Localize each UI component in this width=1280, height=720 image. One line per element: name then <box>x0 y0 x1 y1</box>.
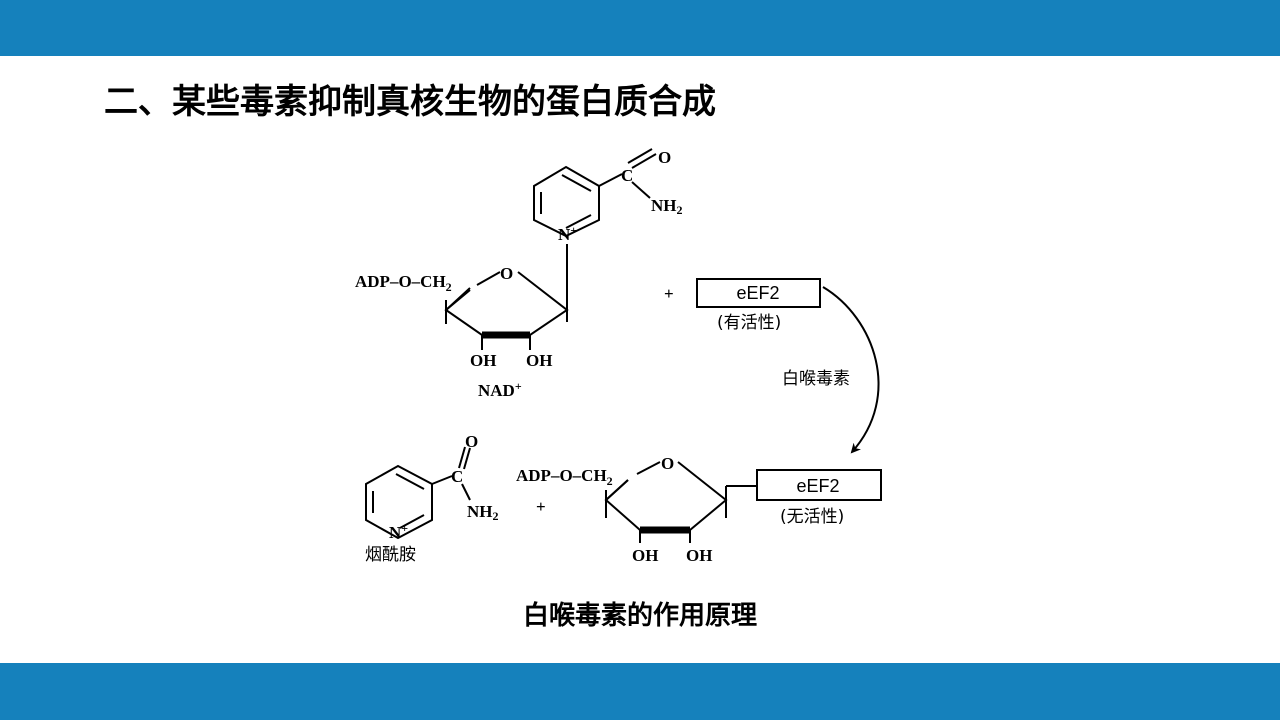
nad-label: NAD+ <box>478 379 522 400</box>
nicotinamide-molecule <box>365 446 471 540</box>
nad-oh-right: OH <box>526 351 552 370</box>
nad-carbonyl-o: O <box>658 148 671 167</box>
product-ch2-bond <box>605 479 629 501</box>
enzyme-label: 白喉毒素 <box>782 369 850 389</box>
product-oh-right: OH <box>686 546 712 565</box>
nicotinamide-carbonyl-c: C <box>451 467 463 486</box>
nicotinamide-double-bonds <box>372 473 425 529</box>
nicotinamide-carbonyl-bond-2 <box>458 446 466 469</box>
nad-ring-n: N+ <box>558 223 577 244</box>
top-banner <box>0 0 1280 56</box>
nicotinamide-ring-n: N+ <box>389 521 408 542</box>
eef2-active-label: eEF2 <box>736 283 779 303</box>
eef2-active-state: (有活性) <box>717 313 781 333</box>
plus-sign-top: + <box>664 284 674 303</box>
nad-carbonyl-c: C <box>621 166 633 185</box>
product-ring-o: O <box>661 454 674 473</box>
nad-adp-chain: ADP–O–CH2 <box>355 272 452 294</box>
nad-ring-o: O <box>500 264 513 283</box>
eef2-inactive-label: eEF2 <box>796 476 839 496</box>
nicotinamide-carbonyl-bond <box>463 447 471 470</box>
nad-nh2-bond <box>631 181 651 199</box>
reaction-arrow <box>822 286 880 454</box>
diagram-caption: 白喉毒素的作用原理 <box>522 601 757 631</box>
slide-title: 二、某些毒素抑制真核生物的蛋白质合成 <box>104 82 716 122</box>
product-oh-left: OH <box>632 546 658 565</box>
nicotinamide-amide-bond <box>431 475 453 485</box>
nad-amide-bond <box>598 173 623 187</box>
nad-oh-left: OH <box>470 351 496 370</box>
nad-ch2-bond <box>445 289 471 311</box>
nicotinamide-label: 烟酰胺 <box>365 545 416 565</box>
eef2-inactive-state: (无活性) <box>780 507 844 527</box>
nad-molecule <box>444 148 657 350</box>
nad-carbonyl-bond <box>631 153 657 169</box>
plus-sign-bottom: + <box>536 497 546 516</box>
product-adp-chain: ADP–O–CH2 <box>516 466 613 488</box>
product-molecule <box>604 461 756 543</box>
nicotinamide-nh2-bond <box>461 483 471 501</box>
eef2-active-box <box>696 278 821 308</box>
nicotinamide-carbonyl-o: O <box>465 432 478 451</box>
bottom-banner <box>0 663 1280 720</box>
nad-ring-double-bonds <box>540 174 592 229</box>
nicotinamide-amide-nh: NH2 <box>467 502 499 523</box>
nad-carbonyl-bond-2 <box>627 148 653 164</box>
nad-amide-nh: NH2 <box>651 196 683 217</box>
eef2-inactive-box <box>756 469 882 501</box>
